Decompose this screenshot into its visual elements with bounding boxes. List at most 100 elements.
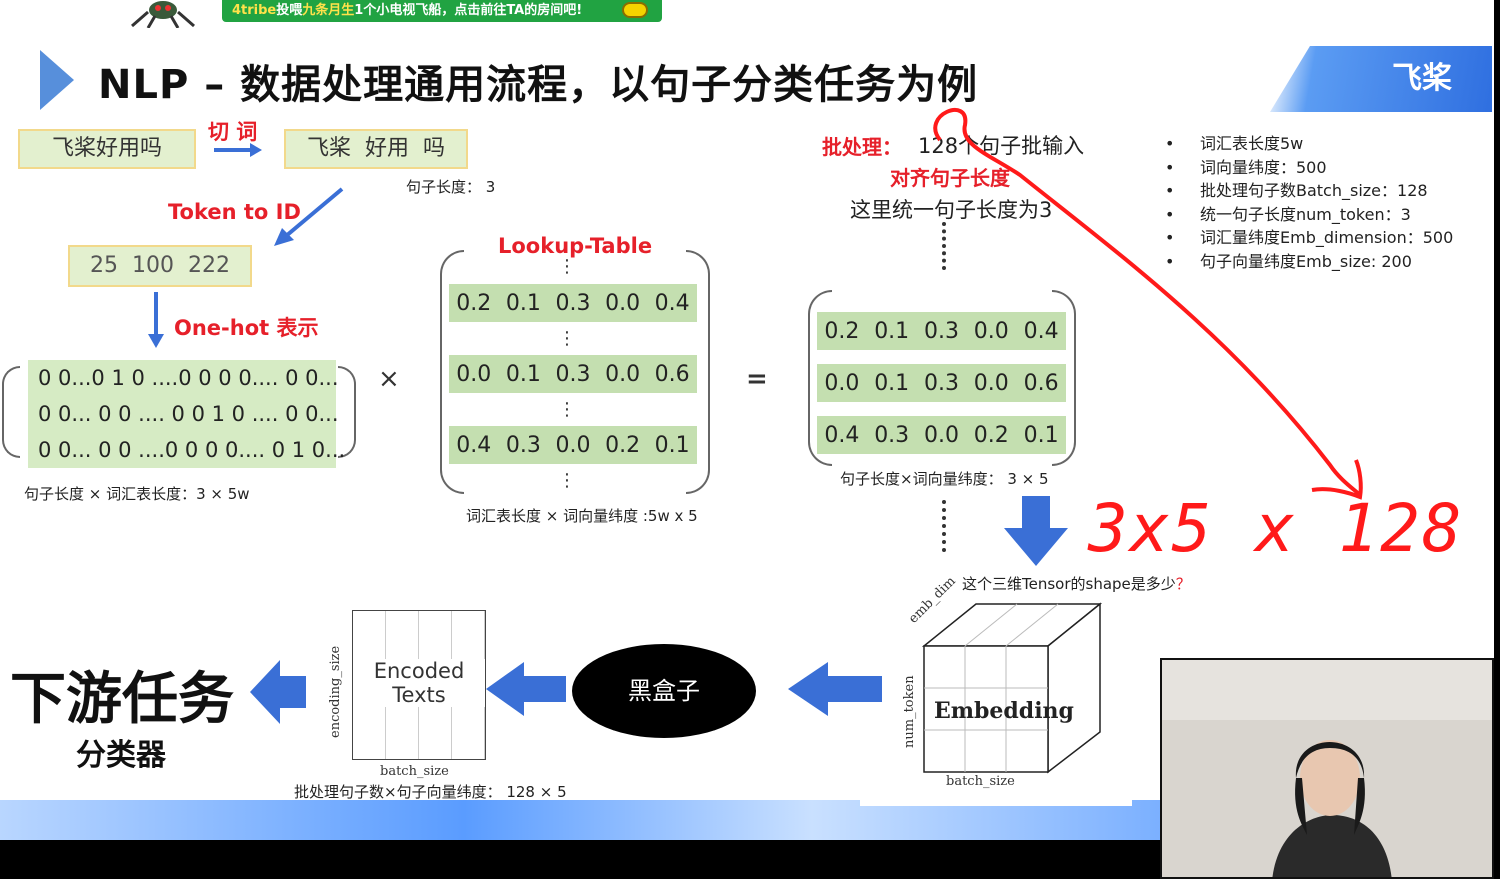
lookup-row-0: 0.2 0.1 0.3 0.0 0.4 bbox=[449, 284, 697, 322]
question-mark: ？ bbox=[1175, 575, 1191, 593]
banner-user: 4tribe bbox=[232, 3, 277, 18]
sentence-length-note: 句子长度： 3 bbox=[406, 178, 496, 196]
ids-box: 25 100 222 bbox=[68, 245, 252, 287]
dotted-line bbox=[942, 222, 946, 270]
cell: 0.0 bbox=[555, 432, 591, 458]
lookup-label: Lookup-Table bbox=[490, 234, 661, 258]
cell: 0.3 bbox=[874, 422, 910, 448]
right-arrow-icon bbox=[214, 142, 262, 162]
align-text: 这里统一句子长度为3 bbox=[850, 198, 1053, 222]
downstream-title: 下游任务 bbox=[10, 667, 234, 732]
right-edge-bar bbox=[1494, 0, 1500, 879]
cell: 0.2 bbox=[824, 318, 860, 344]
encoded-line2: Texts bbox=[353, 683, 485, 707]
result-row-1: 0.0 0.1 0.3 0.0 0.6 bbox=[817, 364, 1066, 402]
cell: 0.4 bbox=[654, 290, 690, 316]
black-box: 黑盒子 bbox=[572, 644, 756, 738]
cell: 0.0 bbox=[824, 370, 860, 396]
vdots: ⋮ bbox=[558, 328, 576, 349]
cell: 0.1 bbox=[505, 290, 541, 316]
embedding-label: Embedding bbox=[934, 698, 1074, 724]
left-arrow-icon bbox=[486, 662, 566, 720]
cell: 0.0 bbox=[456, 361, 492, 387]
input-sentence-box: 飞桨好用吗 bbox=[18, 129, 196, 169]
webcam-view[interactable] bbox=[1160, 658, 1494, 879]
cell: 0.1 bbox=[874, 318, 910, 344]
cell: 0.3 bbox=[923, 318, 959, 344]
tensor-question-text: 这个三维Tensor的shape是多少 bbox=[962, 575, 1176, 593]
parameter-item: 句子向量纬度Emb_size: 200 bbox=[1165, 250, 1453, 274]
brand-text: 飞桨 bbox=[1392, 61, 1452, 96]
encoded-line1: Encoded bbox=[353, 659, 485, 683]
title-arrow-icon bbox=[40, 50, 74, 110]
white-strip bbox=[860, 796, 1132, 806]
parameter-item: 词向量纬度：500 bbox=[1165, 156, 1453, 180]
cell: 0.4 bbox=[824, 422, 860, 448]
lookup-row-1: 0.0 0.1 0.3 0.0 0.6 bbox=[449, 355, 697, 393]
cell: 0.0 bbox=[923, 422, 959, 448]
tokens-box: 飞桨 好用 吗 bbox=[284, 129, 468, 169]
align-label: 对齐句子长度 bbox=[890, 166, 1010, 190]
token-to-id-label: Token to ID bbox=[168, 200, 301, 224]
cell: 0.4 bbox=[1023, 318, 1059, 344]
cell: 0.3 bbox=[923, 370, 959, 396]
left-arrow-icon bbox=[250, 660, 306, 728]
cut-label: 切 词 bbox=[208, 120, 258, 144]
batch-text: 128个句子批输入 bbox=[918, 134, 1085, 158]
lookup-shape-note: 词汇表长度 × 词向量纬度 :5w x 5 bbox=[466, 507, 698, 525]
equals-sign: = bbox=[746, 364, 768, 394]
coin-icon bbox=[622, 2, 648, 18]
handwritten-arrow bbox=[933, 107, 1363, 500]
result-shape-note: 句子长度×词向量纬度： 3 × 5 bbox=[840, 470, 1049, 488]
left-arrow-icon bbox=[788, 662, 882, 720]
downstream-sub: 分类器 bbox=[76, 738, 166, 773]
cell: 0.3 bbox=[505, 432, 541, 458]
big-down-arrow-icon bbox=[1004, 496, 1068, 570]
vdots: ⋮ bbox=[558, 256, 576, 277]
diag-arrow-icon bbox=[270, 186, 346, 254]
batch-label: 批处理： bbox=[822, 135, 902, 159]
onehot-label: One-hot 表示 bbox=[174, 316, 319, 340]
times-sign: × bbox=[378, 364, 400, 394]
cell: 0.0 bbox=[605, 290, 641, 316]
parameter-item: 批处理句子数Batch_size：128 bbox=[1165, 179, 1453, 203]
banner-text: 投喂 bbox=[276, 3, 303, 18]
cube-batch-label: batch_size bbox=[946, 774, 1015, 789]
cell: 0.1 bbox=[505, 361, 541, 387]
cell: 0.1 bbox=[874, 370, 910, 396]
handwritten-note: 3x5 x 128 bbox=[1088, 490, 1464, 567]
parameter-item: 统一句子长度num_token：3 bbox=[1165, 203, 1453, 227]
cell: 0.2 bbox=[605, 432, 641, 458]
encoded-shape-note: 批处理句子数×句子向量纬度： 128 × 5 bbox=[294, 783, 567, 801]
banner-text-2: 1个小电视飞船，点击前往TA的房间吧! bbox=[354, 3, 583, 18]
tensor-question: 这个三维Tensor的shape是多少？ bbox=[962, 573, 1191, 594]
cell: 0.3 bbox=[555, 290, 591, 316]
slide-footer-bar bbox=[0, 800, 1160, 840]
result-row-2: 0.4 0.3 0.0 0.2 0.1 bbox=[817, 416, 1066, 454]
onehot-row: 0 0... 0 0 ....0 0 0 0.... 0 1 0... bbox=[28, 432, 345, 468]
presenter-avatar bbox=[1162, 660, 1492, 877]
onehot-bracket-left bbox=[2, 366, 20, 458]
cell: 0.6 bbox=[654, 361, 690, 387]
cell: 0.6 bbox=[1023, 370, 1059, 396]
mascot-icon bbox=[128, 0, 198, 29]
cell: 0.0 bbox=[605, 361, 641, 387]
cell: 0.0 bbox=[973, 370, 1009, 396]
cell: 0.4 bbox=[456, 432, 492, 458]
cell: 0.2 bbox=[973, 422, 1009, 448]
encoded-texts-box: Encoded Texts bbox=[352, 610, 486, 760]
encoded-batch-label: batch_size bbox=[380, 764, 449, 779]
encoding-size-label: encoding_size bbox=[328, 645, 343, 738]
cell: 0.3 bbox=[555, 361, 591, 387]
parameter-list: 词汇表长度5w 词向量纬度：500 批处理句子数Batch_size：128 统… bbox=[1165, 132, 1453, 273]
down-arrow-icon bbox=[147, 292, 165, 352]
cell: 0.0 bbox=[973, 318, 1009, 344]
cell: 0.1 bbox=[1023, 422, 1059, 448]
gift-banner[interactable]: 4tribe投喂九条月生1个小电视飞船，点击前往TA的房间吧! bbox=[222, 0, 662, 22]
parameter-item: 词汇表长度5w bbox=[1165, 132, 1453, 156]
num-token-label: num_token bbox=[902, 675, 917, 748]
cell: 0.2 bbox=[456, 290, 492, 316]
paddle-logo: 飞桨 bbox=[1270, 46, 1492, 112]
embedding-cube bbox=[921, 602, 1103, 774]
